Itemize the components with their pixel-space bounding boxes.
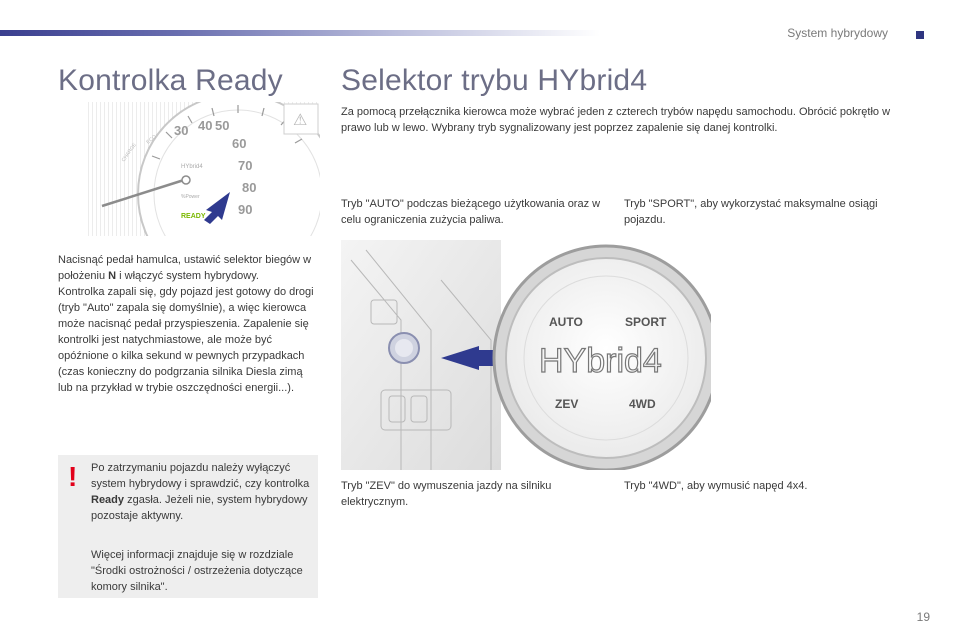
gauge-tick-50: 50 [215,118,229,133]
section-title: System hybrydowy [787,26,888,40]
ready-indicator-label: READY [181,213,206,220]
mode-4wd-caption: Tryb "4WD", aby wymusić napęd 4x4. [624,480,808,492]
gauge-mode-label: %Power [181,194,200,200]
gauge-fuel-icon: ⚠ [293,112,307,129]
knob-auto-label: AUTO [549,315,583,329]
mode-selector-heading: Selektor trybu HYbrid4 [341,64,648,97]
mode-sport-caption: Tryb "SPORT", aby wykorzystać maksymalne… [624,198,878,226]
warning-exclamation-icon: ! [68,461,78,492]
ready-light-heading: Kontrolka Ready [58,64,283,97]
knob-4wd-label: 4WD [629,397,656,411]
instrument-cluster-illustration: 30 40 50 60 70 80 90 HYbrid4 %Power CHAR… [88,93,339,295]
warning-more-info: Więcej informacji znajduje się w rozdzia… [91,549,303,593]
gauge-eco-label: ECO [145,134,157,146]
section-marker-icon [916,31,924,39]
pointer-arrow-icon [204,192,230,224]
warning-box: ! Po zatrzymaniu pojazdu należy wyłączyć… [58,455,318,598]
gauge-tick-70: 70 [238,158,252,173]
gauge-brand-label: HYbrid4 [181,164,203,170]
warning-text: Po zatrzymaniu pojazdu należy wyłączyć s… [91,462,310,522]
mode-selector-illustration: AUTO SPORT ZEV 4WD HYbrid4 [341,240,720,472]
gauge-tick-80: 80 [242,180,256,195]
gauge-needle [101,178,185,208]
mode-zev-caption: Tryb "ZEV" do wymuszenia jazdy na silnik… [341,480,552,508]
knob-brand-label: HYbrid4 [539,342,662,380]
gauge-tick-30: 30 [174,123,188,138]
ready-light-instructions: Nacisnąć pedał hamulca, ustawić selektor… [58,254,314,394]
page-number: 19 [916,610,930,624]
header-gradient-bar [0,30,600,36]
knob-sport-label: SPORT [625,315,667,329]
gauge-tick-90: 90 [238,202,252,217]
mode-auto-caption: Tryb "AUTO" podczas bieżącego użytkowani… [341,198,601,226]
mode-selector-intro: Za pomocą przełącznika kierowca może wyb… [341,106,891,134]
gauge-tick-60: 60 [232,136,246,151]
gear-position-n: N [108,270,117,282]
warning-ready-word: Ready [91,494,125,506]
knob-zev-label: ZEV [555,397,578,411]
gauge-tick-40: 40 [198,118,212,133]
ready-light-description: Kontrolka zapali się, gdy pojazd jest go… [58,286,314,394]
